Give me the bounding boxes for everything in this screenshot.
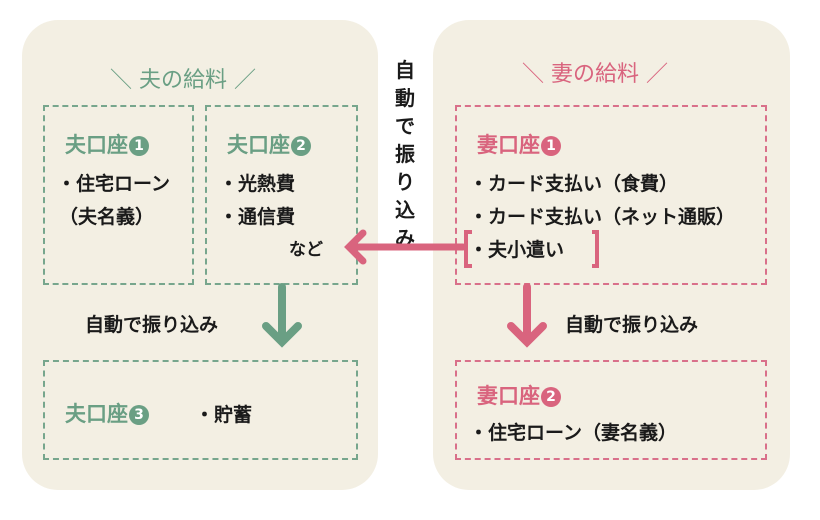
- pink-down-arrow: [507, 283, 547, 348]
- cross-transfer-label: 自動で振り込み: [395, 58, 415, 250]
- account-name: 夫口座: [227, 133, 290, 157]
- pink-left-arrow: [344, 229, 467, 265]
- item: ・通信費: [219, 206, 296, 228]
- number-badge: 1: [129, 136, 149, 156]
- account-name: 妻口座: [477, 384, 540, 408]
- item: ・住宅ローン: [57, 173, 171, 195]
- etc-label: など: [289, 240, 323, 260]
- husband-title: ＼ 夫の給料 ／: [110, 68, 256, 93]
- account-name: 妻口座: [477, 133, 540, 157]
- husband-transfer-label: 自動で振り込み: [85, 314, 219, 336]
- wife-panel: [433, 20, 790, 490]
- number-badge: 1: [541, 136, 561, 156]
- item: （夫名義）: [59, 206, 155, 228]
- item-highlighted: ・夫小遣い: [469, 239, 565, 261]
- account-name: 夫口座: [65, 133, 128, 157]
- item: ・住宅ローン（妻名義）: [469, 422, 678, 444]
- item: ・貯蓄: [195, 404, 253, 426]
- number-badge: 3: [129, 405, 149, 425]
- item: ・カード支払い（ネット通販）: [469, 206, 736, 228]
- wife-transfer-label: 自動で振り込み: [565, 314, 699, 336]
- number-badge: 2: [541, 387, 561, 407]
- item: ・カード支払い（食費）: [469, 173, 679, 195]
- account-name: 夫口座: [65, 402, 128, 426]
- husband-panel: [22, 20, 378, 490]
- wife-title: ＼ 妻の給料 ／: [522, 62, 668, 87]
- green-down-arrow: [262, 283, 302, 348]
- item: ・光熱費: [219, 173, 296, 195]
- highlight-bracket: [464, 230, 599, 268]
- number-badge: 2: [291, 136, 311, 156]
